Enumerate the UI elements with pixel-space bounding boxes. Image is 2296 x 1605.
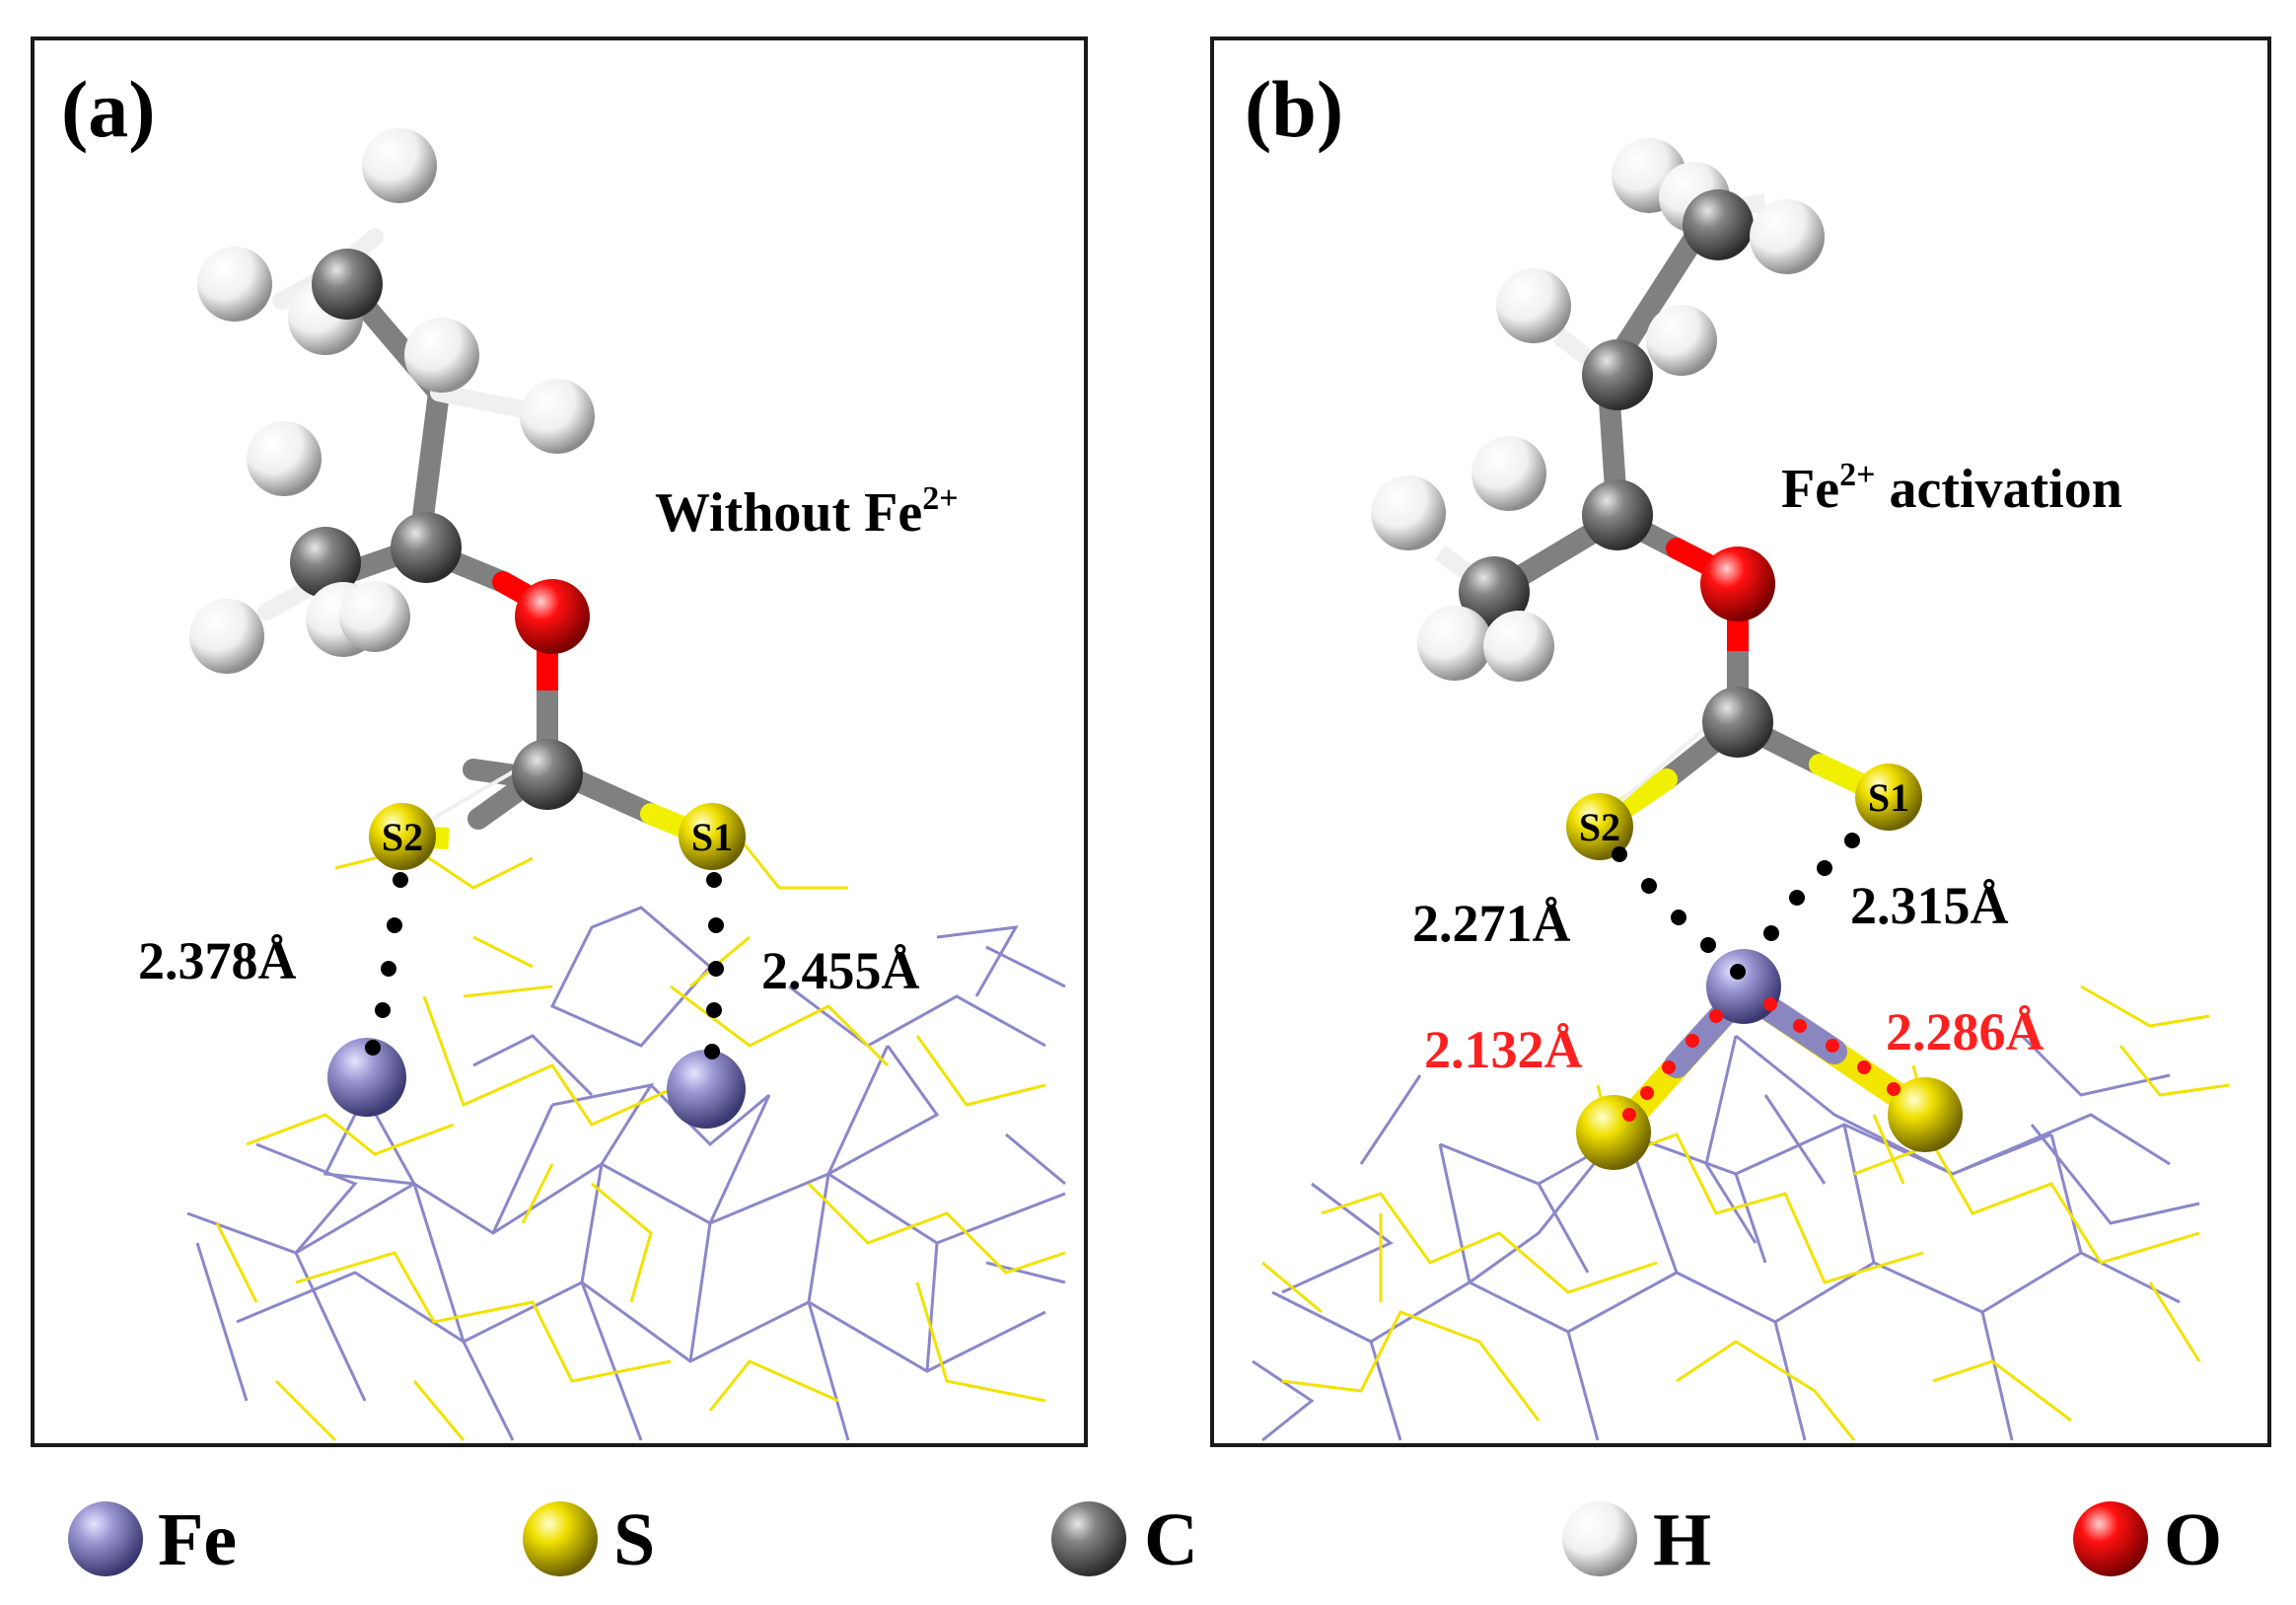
carbon-atom — [1702, 687, 1773, 758]
carbon-atom — [391, 512, 462, 583]
sulfur-atom — [1888, 1077, 1963, 1152]
hydrogen-atom — [1471, 436, 1546, 511]
distance-label: 2.315Å — [1850, 876, 2009, 935]
distance-label-highlight: 2.132Å — [1424, 1020, 1583, 1079]
fe-swatch-icon — [68, 1501, 143, 1576]
h-swatch-icon — [1562, 1501, 1637, 1576]
hydrogen-atom — [404, 318, 479, 393]
panel-b: S2 S1 2.271Å 2.315Å 2.132Å 2.286Å (b) Fe… — [1210, 36, 2271, 1447]
distance-label: 2.378Å — [138, 931, 297, 990]
legend-item-s: S — [523, 1498, 655, 1581]
legend-item-h: H — [1562, 1498, 1711, 1581]
hydrogen-atom — [247, 421, 322, 496]
s-swatch-icon — [523, 1501, 598, 1576]
legend-label: H — [1653, 1498, 1711, 1581]
c-swatch-icon — [1051, 1501, 1126, 1576]
legend-label: Fe — [158, 1498, 237, 1581]
hydrogen-atom — [339, 581, 410, 652]
panel-tag: (a) — [61, 64, 156, 154]
atom-label-s1: S1 — [1868, 775, 1909, 820]
atom-label-s2: S2 — [382, 815, 423, 859]
hydrogen-atom — [1646, 305, 1717, 376]
legend-item-c: C — [1051, 1498, 1198, 1581]
hydrogen-atom — [189, 599, 264, 674]
surface-lattice-a — [186, 838, 1066, 1442]
oxygen-atom — [1700, 547, 1775, 621]
distance-label-highlight: 2.286Å — [1886, 1002, 2045, 1061]
hydrogen-atom — [1496, 268, 1571, 343]
panel-tag: (b) — [1245, 64, 1343, 154]
iron-atom — [327, 1038, 406, 1117]
o-swatch-icon — [2073, 1501, 2148, 1576]
iron-atom — [1706, 949, 1781, 1024]
legend: Fe S C H O — [68, 1498, 2222, 1581]
legend-label: S — [613, 1498, 655, 1581]
hydrogen-atom — [197, 247, 272, 322]
molecule-a-atoms — [189, 128, 746, 1129]
panel-title: Without Fe2+ — [655, 480, 959, 544]
hydrogen-atom — [1417, 606, 1492, 681]
hydrogen-atom — [362, 128, 437, 203]
distance-label: 2.271Å — [1412, 894, 1571, 953]
sulfur-atom-s2 — [369, 803, 436, 870]
dotted-bonds-b — [1612, 833, 1860, 980]
hydrogen-atom — [1483, 611, 1554, 682]
hydrogen-atom — [1371, 475, 1446, 550]
sulfur-atom-s1 — [1855, 764, 1922, 831]
carbon-atom — [1459, 556, 1530, 627]
dotted-bonds-red — [1622, 997, 1901, 1122]
carbon-atom — [1582, 479, 1653, 550]
oxygen-atom — [515, 579, 590, 654]
distance-label: 2.455Å — [761, 941, 920, 1000]
hydrogen-atom — [1750, 199, 1825, 274]
carbon-atom — [290, 527, 361, 598]
sulfur-atom-s1 — [679, 803, 746, 870]
legend-item-fe: Fe — [68, 1498, 237, 1581]
dotted-bonds-a — [365, 872, 724, 1059]
legend-item-o: O — [2073, 1498, 2222, 1581]
carbon-atom — [1582, 339, 1653, 410]
panel-frame — [31, 36, 1088, 1447]
panel-frame — [1210, 36, 2271, 1447]
carbon-atom — [1683, 189, 1754, 260]
carbon-atom — [512, 739, 583, 810]
atom-label-s2: S2 — [1579, 805, 1620, 849]
molecule-b-atoms — [1371, 138, 1963, 1170]
hydrogen-atom — [520, 379, 595, 454]
panel-a: S2 S1 2.378Å 2.455Å (a) Without Fe2+ — [31, 36, 1088, 1447]
sulfur-atom-s2 — [1566, 793, 1633, 860]
legend-label: C — [1144, 1498, 1198, 1581]
carbon-atom — [312, 249, 383, 320]
atom-label-s1: S1 — [691, 815, 733, 859]
sulfur-atom — [1576, 1095, 1651, 1170]
surface-lattice-b — [1252, 985, 2230, 1442]
panel-title: Fe2+ activation — [1781, 457, 2122, 520]
iron-atom — [667, 1050, 746, 1129]
legend-label: O — [2164, 1498, 2222, 1581]
